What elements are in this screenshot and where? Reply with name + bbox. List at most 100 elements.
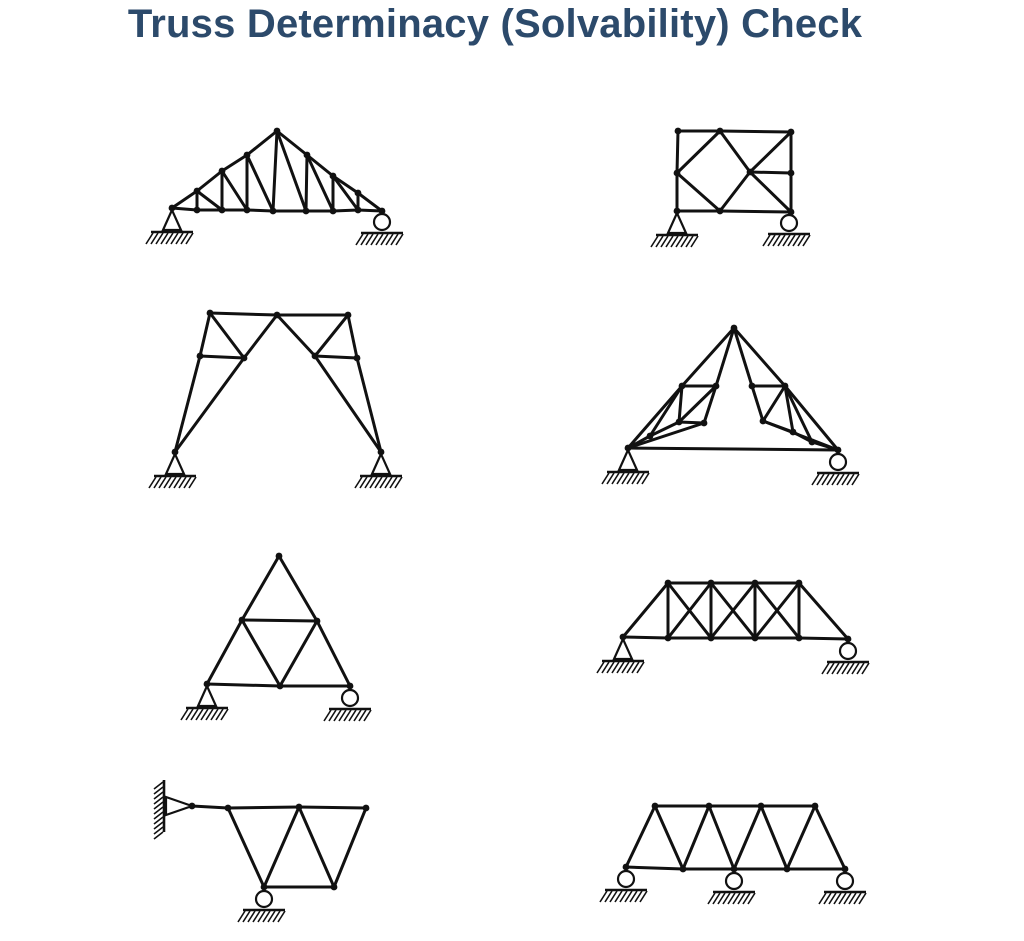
ground-hatch (821, 662, 830, 675)
truss-member (648, 420, 681, 438)
ground-hatch (323, 709, 332, 722)
ground-hatch (601, 661, 610, 674)
ground-hatch (722, 892, 731, 905)
ground-hatch (262, 910, 271, 923)
truss-joint (781, 382, 789, 390)
ground-hatch (816, 473, 825, 486)
ground-hatch (782, 234, 791, 247)
ground-hatch (343, 709, 352, 722)
truss-joint (243, 206, 251, 214)
ground-hatch (596, 661, 605, 674)
truss-member (173, 354, 202, 454)
truss-joint (275, 552, 283, 560)
truss-member (732, 326, 787, 388)
truss-joint (622, 863, 630, 871)
ground-hatch (742, 892, 751, 905)
truss-joint (716, 127, 724, 135)
truss-joint (276, 682, 284, 690)
truss-member (709, 581, 757, 640)
truss-7 (153, 780, 370, 923)
ground-hatch (856, 662, 865, 675)
truss-joint (193, 206, 201, 214)
ground-hatch (609, 890, 618, 903)
truss-joint (344, 311, 352, 319)
ground-hatch (358, 709, 367, 722)
truss-8 (599, 802, 867, 905)
truss-member (205, 618, 244, 686)
ground-hatch (163, 476, 172, 489)
truss-6 (596, 579, 870, 675)
truss-member (346, 313, 359, 360)
ground-hatch (601, 472, 610, 485)
truss-member (753, 581, 801, 640)
truss-member (331, 174, 360, 195)
truss-joint (260, 883, 268, 891)
truss-member (621, 581, 670, 639)
truss-4 (601, 324, 860, 486)
truss-member (718, 129, 752, 174)
ground-hatch (831, 662, 840, 675)
pin-support (370, 451, 392, 476)
truss-joint (707, 634, 715, 642)
truss-joint (787, 208, 795, 216)
truss-member (718, 129, 793, 134)
truss-joint (712, 382, 720, 390)
ground-hatch (380, 233, 389, 246)
truss-member (626, 384, 684, 450)
ground-hatch (247, 910, 256, 923)
ground-hatch (150, 232, 159, 245)
truss-member (718, 170, 752, 213)
truss-member (675, 171, 722, 213)
truss-joint (664, 579, 672, 587)
ground-hatch (846, 473, 855, 486)
ground-hatch (690, 235, 699, 248)
ground-hatch (604, 890, 613, 903)
truss-member (681, 804, 711, 871)
truss-member (626, 446, 840, 452)
truss-joint (311, 352, 319, 360)
wall-hatch (153, 811, 164, 820)
ground-hatch (826, 473, 835, 486)
truss-1 (145, 127, 404, 246)
page-title: Truss Determinacy (Solvability) Check (127, 2, 863, 46)
ground-hatch (797, 234, 806, 247)
ground-hatch (599, 890, 608, 903)
ground-hatch (178, 476, 187, 489)
ground-hatch (385, 233, 394, 246)
roller-support (616, 869, 636, 889)
truss-member (240, 618, 282, 688)
ground-hatch (379, 476, 388, 489)
truss-joint (746, 168, 754, 176)
wall-hatch (153, 786, 164, 795)
ground-hatch (168, 476, 177, 489)
truss-joint (795, 579, 803, 587)
ground-hatch (621, 661, 630, 674)
truss-member (198, 354, 246, 360)
ground-hatch (833, 892, 842, 905)
truss-joint (664, 634, 672, 642)
truss-joint (329, 207, 337, 215)
truss-member (666, 581, 713, 640)
truss-joint (651, 802, 659, 810)
ground-hatch (611, 472, 620, 485)
truss-member (702, 384, 718, 425)
ground-hatch (200, 708, 209, 721)
ground-hatch (365, 233, 374, 246)
ground-hatch (353, 709, 362, 722)
truss-joint (789, 428, 797, 436)
ground-hatch (836, 473, 845, 486)
ground-hatch (363, 709, 372, 722)
truss-member (331, 208, 360, 213)
truss-joint (705, 802, 713, 810)
ground-hatch (188, 476, 197, 489)
truss-member (648, 384, 684, 438)
pin-support (196, 683, 218, 708)
truss-member (313, 313, 350, 358)
truss-member (624, 865, 685, 871)
ground-hatch (767, 234, 776, 247)
ground-hatch (626, 661, 635, 674)
truss-joint (218, 206, 226, 214)
truss-member (220, 153, 249, 173)
truss-joint (841, 865, 849, 873)
truss-member (355, 356, 383, 454)
